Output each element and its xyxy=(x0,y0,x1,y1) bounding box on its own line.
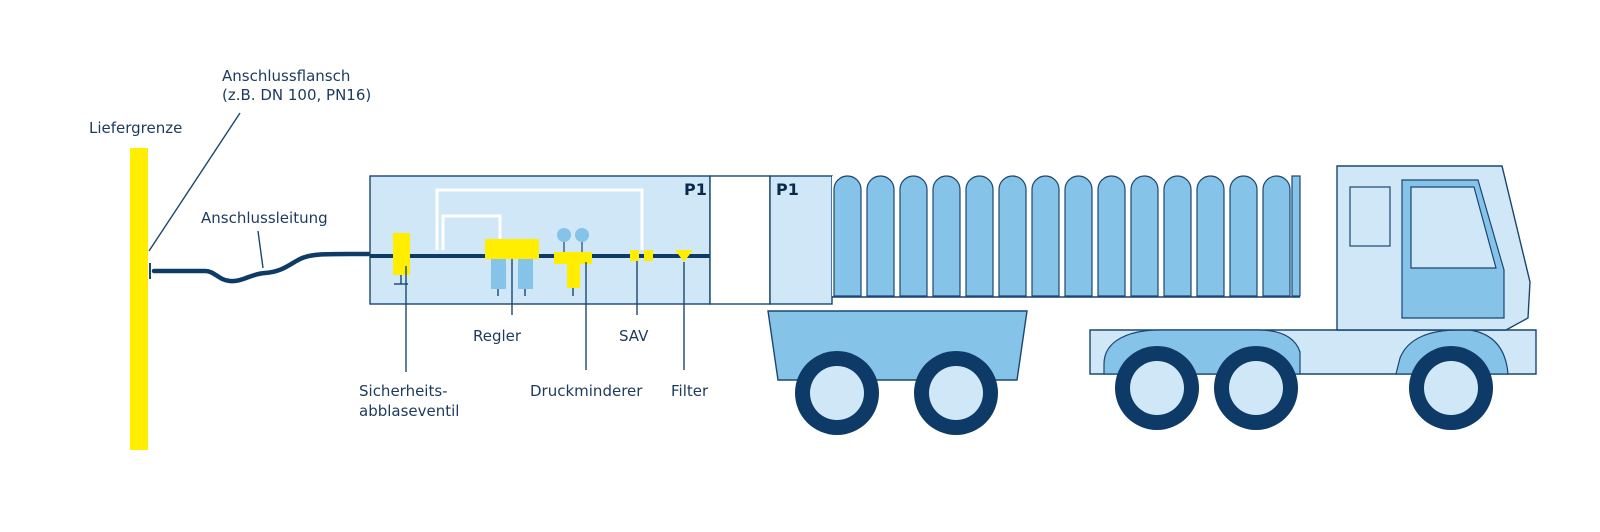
label-anschlussflansch: Anschlussflansch xyxy=(222,67,350,85)
leader-anschlussflansch xyxy=(148,112,241,252)
cylinder-bank-endplate xyxy=(1291,175,1301,297)
label-anschlussflansch-spec: (z.B. DN 100, PN16) xyxy=(222,86,371,104)
gas-cylinder xyxy=(833,175,862,297)
regulator-filter-left xyxy=(491,259,506,289)
sav-valve-left xyxy=(630,250,639,261)
coupling-gap xyxy=(709,175,771,305)
leader-anschlussleitung xyxy=(257,230,264,269)
label-anschlussleitung: Anschlussleitung xyxy=(201,209,328,227)
truck-wheel-3 xyxy=(1409,346,1493,430)
gas-cylinder xyxy=(1196,175,1225,297)
trailer-wheel-2 xyxy=(914,351,998,435)
gas-cylinder xyxy=(1064,175,1093,297)
regulator-body xyxy=(485,239,539,259)
pressure-reducer-body xyxy=(554,252,592,264)
gas-cylinder xyxy=(932,175,961,297)
gas-cylinder xyxy=(1262,175,1291,297)
pressure-gauge-right xyxy=(575,228,589,242)
bypass-line-outer xyxy=(435,188,644,250)
label-regler: Regler xyxy=(473,327,522,345)
trailer-front-compartment xyxy=(769,175,833,305)
filter-element xyxy=(675,250,693,262)
gas-cylinder xyxy=(1097,175,1126,297)
gas-cylinder xyxy=(1130,175,1159,297)
pressure-reducer-stem xyxy=(567,264,580,288)
trailer-wheel-1 xyxy=(795,351,879,435)
truck-cab-windshield xyxy=(1410,186,1497,269)
truck-wheel-2 xyxy=(1214,346,1298,430)
label-sav: SAV xyxy=(619,327,649,345)
gas-cylinder xyxy=(866,175,895,297)
label-druckminderer: Druckminderer xyxy=(530,382,643,400)
gas-cylinder xyxy=(998,175,1027,297)
safety-relief-valve xyxy=(393,233,410,275)
gas-cylinder-bank xyxy=(833,175,1291,297)
truck-cab-rear-window xyxy=(1349,186,1391,247)
label-p1-trailer: P1 xyxy=(776,180,799,199)
pressure-station-box xyxy=(369,175,711,305)
delivery-boundary-post xyxy=(130,148,148,450)
label-p1-station: P1 xyxy=(684,180,707,199)
bypass-line-inner xyxy=(441,214,502,250)
gas-cylinder xyxy=(1031,175,1060,297)
gas-cylinder xyxy=(965,175,994,297)
connection-hose xyxy=(151,251,373,284)
regulator-filter-right xyxy=(518,259,533,289)
label-abblaseventil: abblaseventil xyxy=(359,402,459,420)
gas-cylinder xyxy=(1163,175,1192,297)
sav-valve-right xyxy=(644,250,653,261)
label-sicherheits: Sicherheits- xyxy=(359,382,448,400)
label-filter: Filter xyxy=(671,382,709,400)
label-liefergrenze: Liefergrenze xyxy=(89,119,182,137)
gas-cylinder xyxy=(899,175,928,297)
gas-cylinder xyxy=(1229,175,1258,297)
pressure-gauge-left xyxy=(557,228,571,242)
truck-wheel-1 xyxy=(1115,346,1199,430)
